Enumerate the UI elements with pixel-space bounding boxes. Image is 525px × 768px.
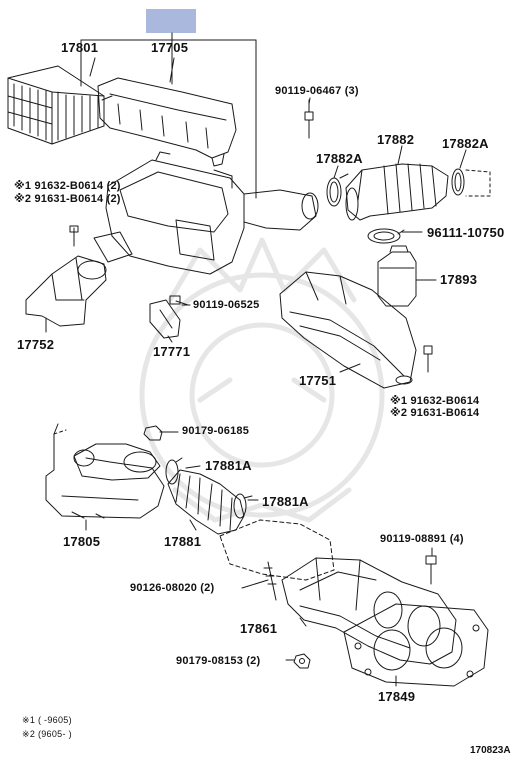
part-label-90119-08891[interactable]: 90119-08891 (4) (380, 533, 464, 545)
part-label-17881[interactable]: 17881 (164, 534, 202, 549)
note-91631-right[interactable]: ※2 91631-B0614 (390, 407, 480, 419)
part-label-17893[interactable]: 17893 (440, 272, 478, 287)
part-label-17881A-top[interactable]: 17881A (205, 458, 252, 473)
gasket-17849 (343, 603, 489, 687)
part-label-96111-10750[interactable]: 96111-10750 (427, 225, 505, 240)
bolt-90119-06467 (304, 99, 314, 139)
hose-clamp-right (451, 168, 491, 197)
air-cleaner-case (93, 151, 319, 275)
intake-manifold-17861 (281, 557, 457, 665)
hose-clamp-left (326, 173, 349, 207)
bolt-91632-right (423, 345, 433, 373)
part-label-17881A-bottom[interactable]: 17881A (262, 494, 309, 509)
note-91632-top[interactable]: ※1 91632-B0614 (2) (14, 180, 121, 192)
part-label-17861[interactable]: 17861 (240, 621, 278, 636)
air-filter-element (7, 65, 105, 145)
note-91632-right[interactable]: ※1 91632-B0614 (390, 395, 480, 407)
note-91631-top[interactable]: ※2 91631-B0614 (2) (14, 193, 121, 205)
hose-clamp-17881A-bottom (233, 493, 253, 519)
part-label-17882A-right[interactable]: 17882A (442, 136, 489, 151)
part-label-90119-06467[interactable]: 90119-06467 (3) (275, 85, 359, 97)
part-label-17801[interactable]: 17801 (61, 40, 99, 55)
part-label-90119-06525[interactable]: 90119-06525 (193, 299, 260, 311)
intake-hose-17881 (167, 469, 245, 535)
leader-lines (45, 57, 467, 687)
highlight-callout-box[interactable] (146, 9, 196, 33)
part-label-17882A-left[interactable]: 17882A (316, 151, 363, 166)
part-label-17771[interactable]: 17771 (153, 344, 191, 359)
part-label-17849[interactable]: 17849 (378, 689, 416, 704)
clip-bolt-left (69, 225, 79, 247)
nut-90179-06185 (143, 425, 163, 441)
throttle-body-outline (219, 519, 335, 581)
callout-bracket (80, 32, 257, 199)
air-cleaner-lower-17805 (45, 429, 165, 519)
intake-duct-17751 (279, 271, 417, 389)
part-label-90126-08020[interactable]: 90126-08020 (2) (130, 582, 215, 594)
part-label-17751[interactable]: 17751 (299, 373, 337, 388)
bolt-90119-08891 (425, 555, 437, 585)
air-cleaner-cover (97, 77, 237, 167)
nut-90179-08153 (293, 653, 311, 669)
part-label-90179-06185[interactable]: 90179-06185 (182, 425, 250, 437)
stud-90126-08020 (263, 561, 277, 601)
footnote-2: ※2 (9605- ) (22, 729, 72, 739)
bolt-90119-06525 (169, 295, 181, 305)
band-clamp-96111 (367, 228, 405, 244)
intake-duct-17752 (25, 255, 107, 327)
intake-hose-17882 (345, 163, 449, 221)
part-label-17882[interactable]: 17882 (377, 132, 415, 147)
part-label-17805[interactable]: 17805 (63, 534, 101, 549)
drawing-number: 170823A (470, 745, 511, 756)
watermark-emblem (139, 237, 385, 523)
leader-17771 (175, 300, 189, 306)
resonator-17893 (377, 245, 417, 307)
bracket-17771 (149, 299, 181, 339)
hose-clamp-17881A-top (165, 457, 183, 485)
part-label-90179-08153[interactable]: 90179-08153 (2) (176, 655, 261, 667)
part-label-17752[interactable]: 17752 (17, 337, 55, 352)
footnote-1: ※1 ( -9605) (22, 715, 72, 725)
part-label-17705[interactable]: 17705 (151, 40, 189, 55)
